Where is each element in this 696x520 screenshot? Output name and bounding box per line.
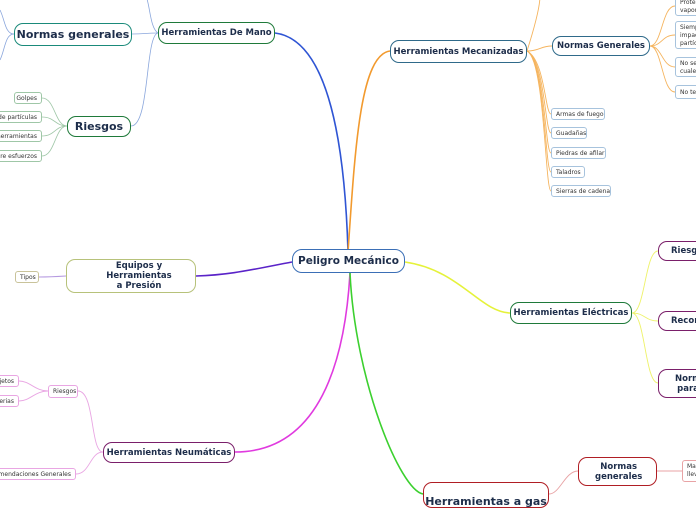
link-riesgos-esfuerzos bbox=[41, 125, 68, 157]
link-normas-left bbox=[0, 9, 15, 35]
central-topic[interactable]: Peligro Mecánico bbox=[292, 249, 405, 273]
leaf-gas-1[interactable]: Ma llev bbox=[682, 460, 696, 482]
link-mec-item-2 bbox=[526, 50, 552, 154]
link-mec-top bbox=[526, 0, 541, 52]
branch-riesgos-mano[interactable]: Riesgos bbox=[67, 116, 131, 137]
branch-normas-generales-mano[interactable]: Normas generales bbox=[14, 23, 132, 46]
leaf-particulas[interactable]: de partículas bbox=[0, 111, 42, 123]
link-norma-item-3 bbox=[649, 45, 676, 93]
leaf-tipos[interactable]: Tipos bbox=[15, 271, 39, 283]
branch-electricas-riesgo[interactable]: Riesgo bbox=[658, 241, 696, 261]
link-neu-recom bbox=[75, 451, 104, 475]
branch-electricas-recom[interactable]: Recom bbox=[658, 311, 696, 331]
leaf-serias[interactable]: serias bbox=[0, 395, 19, 407]
link-riesgos-golpes bbox=[41, 97, 68, 127]
link-mano-normas bbox=[131, 32, 159, 35]
leaf-norma-4[interactable]: No te bbox=[675, 85, 696, 99]
branch-herramientas-de-mano[interactable]: Herramientas De Mano bbox=[158, 22, 275, 44]
link-elec-recom bbox=[631, 312, 659, 322]
leaf-sierras-de-cadena[interactable]: Sierras de cadena bbox=[551, 185, 611, 197]
leaf-recomendaciones-generales[interactable]: comendaciones Generales bbox=[0, 468, 76, 480]
leaf-piedras-de-afilar[interactable]: Piedras de afilar bbox=[551, 147, 606, 159]
leaf-herramientas[interactable]: herramientas bbox=[0, 130, 42, 142]
link-central-presion bbox=[195, 261, 293, 277]
link-riesgos-serias bbox=[18, 390, 49, 402]
link-norma-item-1 bbox=[649, 34, 676, 47]
link-central-gas bbox=[349, 272, 424, 495]
branch-herramientas-mecanizadas[interactable]: Herramientas Mecanizadas bbox=[390, 40, 527, 63]
link-norma-item-0 bbox=[649, 5, 676, 47]
leaf-guadanas[interactable]: Guadañas bbox=[551, 127, 587, 139]
leaf-objetos[interactable]: objetos bbox=[0, 375, 19, 387]
link-riesgos-objetos bbox=[18, 380, 49, 392]
leaf-riesgos-neumaticas[interactable]: Riesgos bbox=[48, 385, 78, 398]
leaf-norma-3[interactable]: No se cuales bbox=[675, 57, 696, 77]
leaf-golpes[interactable]: Golpes bbox=[14, 92, 42, 104]
leaf-taladros[interactable]: Taladros bbox=[551, 166, 585, 178]
leaf-norma-1[interactable]: Proteg vapore bbox=[675, 0, 696, 16]
leaf-armas-de-fuego[interactable]: Armas de fuego bbox=[551, 108, 605, 120]
link-central-mano bbox=[274, 32, 349, 253]
branch-normas-generales-gas[interactable]: Normas generales bbox=[578, 457, 657, 486]
branch-electricas-normas[interactable]: Norm para bbox=[658, 369, 696, 398]
branch-herramientas-gas[interactable]: Herramientas a gas bbox=[423, 482, 549, 508]
link-norma-item-2 bbox=[649, 45, 676, 68]
link-presion-tipos bbox=[38, 275, 67, 278]
branch-equipos-presion[interactable]: Equipos y Herramientas a Presión bbox=[66, 259, 196, 293]
link-normas-left2 bbox=[0, 33, 15, 61]
link-riesgos-particulas bbox=[41, 116, 68, 127]
link-gas-normas bbox=[548, 470, 579, 495]
link-mec-item-1 bbox=[526, 50, 552, 134]
branch-herramientas-neumaticas[interactable]: Herramientas Neumáticas bbox=[103, 442, 235, 463]
link-mano-top bbox=[146, 0, 159, 34]
branch-normas-generales-mecanizadas[interactable]: Normas Generales bbox=[552, 36, 650, 56]
link-neu-riesgos bbox=[77, 390, 104, 453]
leaf-norma-2[interactable]: Siemp impac partíc bbox=[675, 21, 696, 49]
link-central-mecanizadas bbox=[347, 50, 391, 253]
branch-herramientas-electricas[interactable]: Herramientas Eléctricas bbox=[510, 302, 632, 324]
leaf-esfuerzos[interactable]: bre esfuerzos bbox=[0, 150, 42, 162]
link-central-electricas bbox=[404, 261, 511, 314]
link-mec-item-4 bbox=[526, 50, 552, 192]
link-elec-normas bbox=[631, 312, 659, 384]
link-mano-riesgos bbox=[130, 32, 159, 127]
link-elec-riesgo bbox=[631, 250, 659, 314]
link-central-neumaticas bbox=[234, 272, 351, 453]
link-mec-normas bbox=[526, 45, 553, 52]
